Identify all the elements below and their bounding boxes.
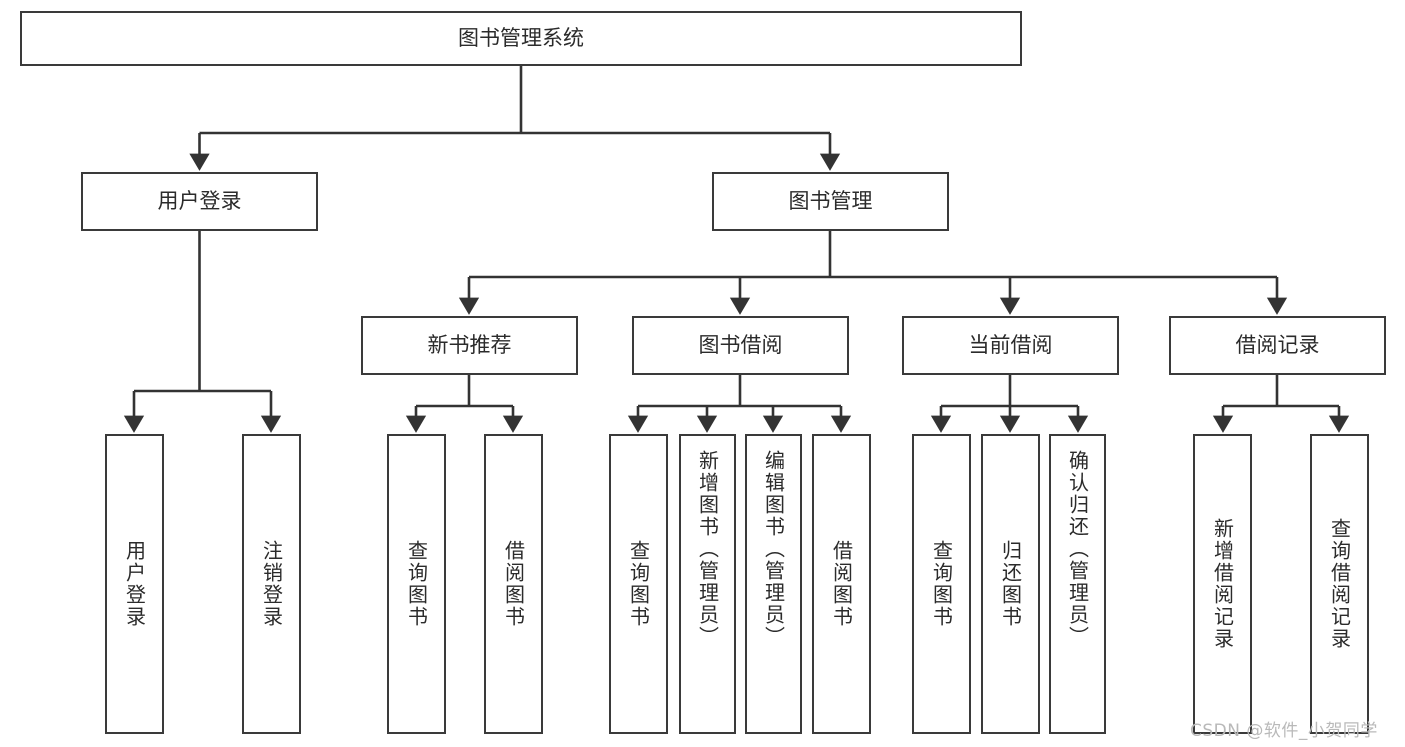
node-book-borrow[interactable]: 图书借阅 [632, 316, 849, 375]
node-user-login-label: 用户登录 [157, 189, 242, 214]
node-book-manage-label: 图书管理 [788, 189, 873, 214]
leaf-edit-book-label: 编辑图书（管理员） [761, 450, 786, 648]
leaf-borrow-book-2-label: 借阅图书 [829, 540, 854, 628]
leaf-add-book-label: 新增图书（管理员） [695, 450, 720, 648]
leaf-query-book-3[interactable]: 查询图书 [912, 434, 971, 734]
leaf-query-book-1-label: 查询图书 [404, 540, 429, 628]
leaf-return-book[interactable]: 归还图书 [981, 434, 1040, 734]
node-new-book-recommend-label: 新书推荐 [427, 333, 512, 358]
node-root[interactable]: 图书管理系统 [20, 11, 1022, 66]
leaf-query-book-2-label: 查询图书 [626, 540, 651, 628]
node-book-borrow-label: 图书借阅 [698, 333, 783, 358]
leaf-add-borrow-record[interactable]: 新增借阅记录 [1193, 434, 1252, 734]
leaf-query-borrow-record-label: 查询借阅记录 [1327, 518, 1352, 650]
leaf-query-book-1[interactable]: 查询图书 [387, 434, 446, 734]
leaf-user-logout[interactable]: 注销登录 [242, 434, 301, 734]
leaf-user-login[interactable]: 用户登录 [105, 434, 164, 734]
node-book-manage[interactable]: 图书管理 [712, 172, 949, 231]
leaf-add-book[interactable]: 新增图书（管理员） [679, 434, 736, 734]
leaf-user-logout-label: 注销登录 [259, 540, 284, 628]
csdn-watermark: CSDN @软件_小贺同学 [1190, 721, 1378, 741]
leaf-return-book-label: 归还图书 [998, 540, 1023, 628]
leaf-add-borrow-record-label: 新增借阅记录 [1210, 518, 1235, 650]
node-borrow-record[interactable]: 借阅记录 [1169, 316, 1386, 375]
node-new-book-recommend[interactable]: 新书推荐 [361, 316, 578, 375]
leaf-query-borrow-record[interactable]: 查询借阅记录 [1310, 434, 1369, 734]
node-current-borrow-label: 当前借阅 [968, 333, 1053, 358]
leaf-borrow-book-2[interactable]: 借阅图书 [812, 434, 871, 734]
node-current-borrow[interactable]: 当前借阅 [902, 316, 1119, 375]
leaf-user-login-label: 用户登录 [122, 540, 147, 628]
node-borrow-record-label: 借阅记录 [1235, 333, 1320, 358]
leaf-query-book-3-label: 查询图书 [929, 540, 954, 628]
node-root-label: 图书管理系统 [458, 26, 584, 51]
node-user-login[interactable]: 用户登录 [81, 172, 318, 231]
leaf-query-book-2[interactable]: 查询图书 [609, 434, 668, 734]
leaf-borrow-book-1[interactable]: 借阅图书 [484, 434, 543, 734]
leaf-borrow-book-1-label: 借阅图书 [501, 540, 526, 628]
leaf-confirm-return-label: 确认归还（管理员） [1065, 450, 1090, 648]
leaf-confirm-return[interactable]: 确认归还（管理员） [1049, 434, 1106, 734]
leaf-edit-book[interactable]: 编辑图书（管理员） [745, 434, 802, 734]
